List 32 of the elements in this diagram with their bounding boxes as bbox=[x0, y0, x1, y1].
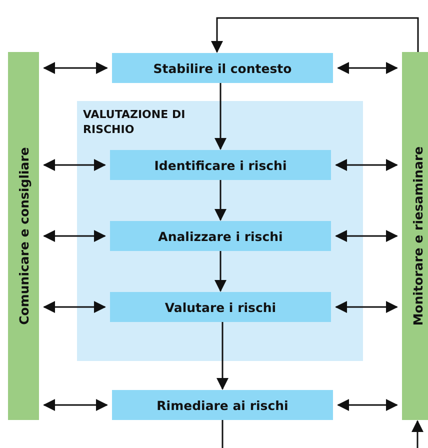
box-label: Identificare i rischi bbox=[154, 158, 287, 172]
arrow bbox=[43, 230, 106, 242]
arrow bbox=[43, 159, 106, 171]
side-label: Comunicare e consigliare bbox=[16, 147, 31, 325]
group-heading: VALUTAZIONE DI RISCHIO bbox=[83, 107, 186, 137]
arrow bbox=[214, 251, 226, 292]
arrow bbox=[214, 83, 226, 150]
box-label: Valutare i rischi bbox=[164, 300, 276, 314]
arrow bbox=[335, 301, 398, 313]
arrow bbox=[412, 420, 424, 448]
box-label: Analizzare i rischi bbox=[158, 228, 283, 244]
side-label: Monitorare e riesaminare bbox=[410, 146, 425, 326]
arrow bbox=[43, 62, 108, 74]
arrow bbox=[337, 399, 398, 411]
arrow bbox=[211, 17, 419, 53]
arrow bbox=[43, 301, 106, 313]
process-box bbox=[110, 292, 331, 322]
process-box bbox=[110, 221, 331, 251]
arrow bbox=[335, 159, 398, 171]
side-bar bbox=[8, 52, 39, 420]
box-label: Rimediare ai rischi bbox=[156, 398, 288, 412]
arrow bbox=[337, 62, 398, 74]
process-box bbox=[112, 390, 333, 420]
side-bar bbox=[402, 52, 428, 420]
arrow bbox=[214, 180, 226, 221]
process-box bbox=[112, 53, 333, 83]
arrow bbox=[43, 399, 108, 411]
box-label: Stabilire il contesto bbox=[153, 60, 292, 76]
arrow bbox=[335, 230, 398, 242]
process-box bbox=[110, 150, 331, 180]
arrow bbox=[216, 322, 228, 390]
group-panel bbox=[77, 101, 363, 361]
